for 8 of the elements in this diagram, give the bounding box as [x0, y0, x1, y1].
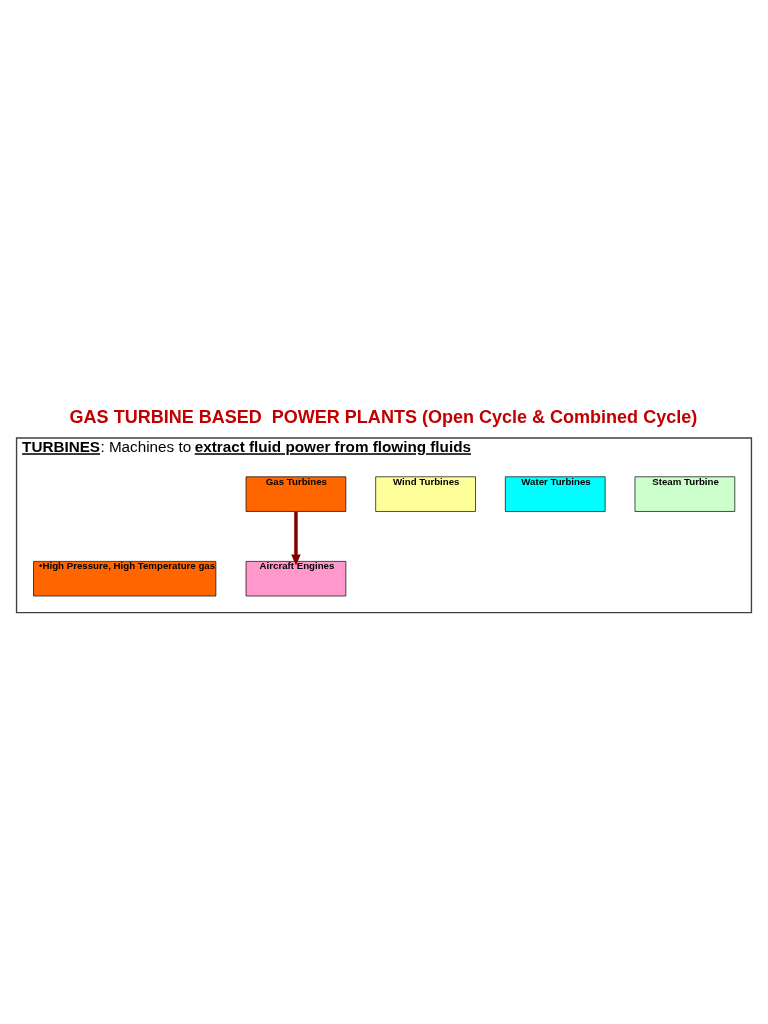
node-box: Aircraft Engines [245, 560, 347, 596]
node-box: Steam Turbine [634, 475, 736, 512]
node-box: Gas Turbines [245, 475, 347, 512]
node-box: Water Turbines [505, 475, 606, 512]
arrow [291, 511, 301, 566]
diagram-title: GAS TURBINE BASED POWER PLANTS (Open Cycle & Combined Cycle) [69, 406, 698, 427]
node-box: Wind Turbines [375, 475, 476, 512]
node-box: •High Pressure, High Temperature gas [33, 560, 217, 596]
